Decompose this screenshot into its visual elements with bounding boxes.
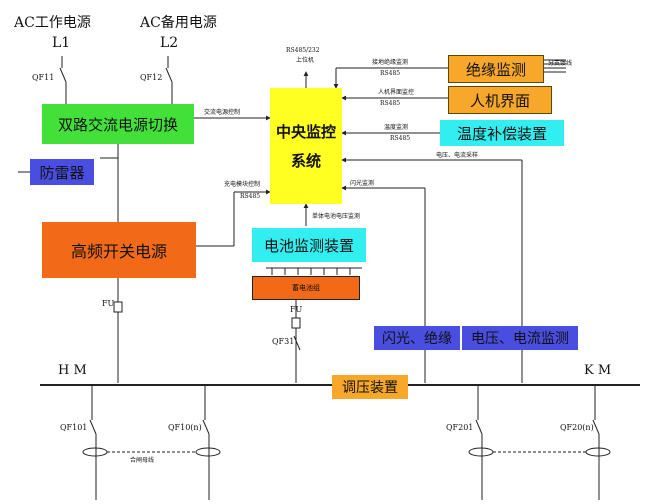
hm-bus-label: H M (58, 363, 87, 378)
ac-main-source-label: AC工作电源 (14, 15, 91, 31)
voltage-regulator-block: 调压装置 (332, 375, 408, 399)
qf11-switch-symbol (59, 67, 67, 83)
l1-label: L1 (52, 35, 71, 51)
central-monitor-title-line2: 系统 (290, 152, 321, 170)
fuse-battery-label: FU (290, 305, 303, 314)
qf31-switch-symbol (293, 335, 301, 351)
rs485-b-label: RS485 (380, 100, 401, 107)
qf201-switch-symbol (475, 419, 483, 435)
l2-label: L2 (160, 35, 179, 51)
ac-backup-source-label: AC备用电源 (140, 15, 217, 31)
qf20n-switch-symbol (592, 419, 600, 435)
temp-signal-label: 温度监测 (384, 124, 409, 131)
km-bus-label: K M (584, 363, 612, 378)
qf201-label: QF201 (446, 423, 474, 432)
fuse-left-label: FU (102, 299, 115, 308)
qf10n-label: QF10(n) (168, 423, 202, 432)
fuse-symbol-left (113, 301, 123, 313)
qf101-label: QF101 (60, 423, 88, 432)
rs485-232-label: RS485/232 (286, 47, 320, 54)
central-monitor-block: 中央监控 系统 (270, 88, 342, 204)
vi-sampling-label: 电压、电流采样 (436, 152, 479, 159)
rs485-a-label: RS485 (380, 70, 401, 77)
hmi-block: 人机界面 (448, 86, 552, 114)
closing-bus-label: 合闸母线 (130, 457, 155, 464)
insulation-signal-label: 接地绝缘监测 (372, 59, 409, 66)
rs485-c-label: RS485 (390, 135, 411, 142)
qf12-label: QF12 (140, 73, 163, 82)
qf20n-label: QF20(n) (560, 423, 594, 432)
qf10n-switch-symbol (202, 419, 210, 435)
upper-pc-label: 上位机 (296, 57, 315, 64)
cell-voltage-label: 单体电池电压监测 (312, 213, 361, 220)
rs485-d-label: RS485 (240, 193, 261, 200)
insulation-monitor-block: 绝缘监测 (448, 55, 544, 83)
qf31-label: QF31 (272, 337, 295, 346)
hmi-signal-label: 人机界面监控 (378, 89, 415, 96)
temp-compensation-block: 温度补偿装置 (440, 120, 564, 146)
battery-monitor-block: 电池监测装置 (252, 228, 366, 262)
fuse-symbol-battery (291, 317, 301, 329)
flash-monitor-label: 闪光监测 (350, 180, 375, 187)
qf12-switch-symbol (165, 67, 173, 83)
qf101-switch-symbol (89, 419, 97, 435)
central-monitor-title-line1: 中央监控 (275, 123, 336, 141)
ct-symbol-4 (585, 447, 611, 457)
ac-control-label: 交流电源控制 (204, 109, 241, 116)
ct-symbol-3 (468, 447, 494, 457)
dual-ac-switch-block: 双路交流电源切换 (42, 104, 194, 144)
flash-insulation-block: 闪光、绝缘 (374, 326, 460, 350)
voltage-current-monitor-block: 电压、电流监测 (462, 326, 578, 350)
ct-symbol-2 (195, 447, 221, 457)
branch-lines-label: 分支馈线 (548, 60, 573, 67)
hf-switch-power-block: 高频开关电源 (42, 222, 196, 278)
battery-pack-block: 蓄电池组 (252, 276, 360, 300)
surge-protector-block: 防雷器 (30, 159, 94, 185)
ct-symbol-1 (82, 447, 108, 457)
qf11-label: QF11 (32, 73, 55, 82)
charger-control-label: 充电模块控制 (224, 181, 261, 188)
